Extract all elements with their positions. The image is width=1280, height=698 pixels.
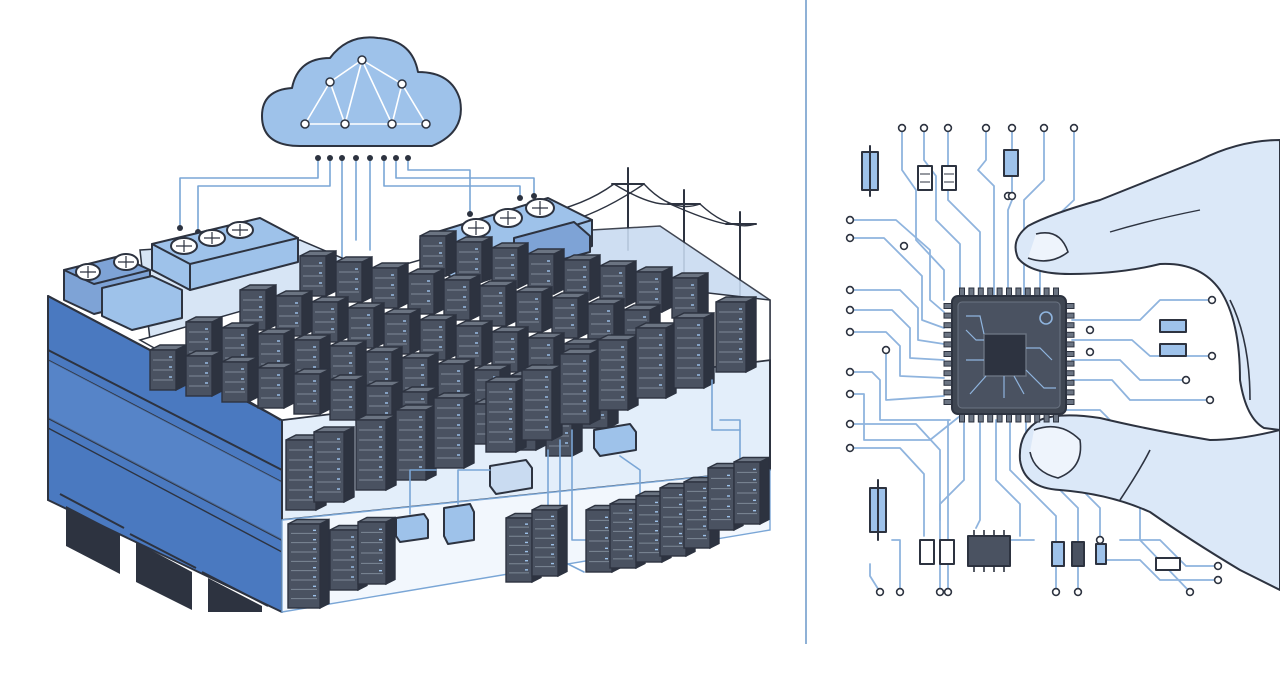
server-rack [715,295,757,374]
circuit-pad [943,123,953,133]
server-rack [673,311,715,390]
circuit-pad [897,123,907,133]
server-rack [335,255,373,304]
circuit-pad [1085,325,1095,335]
microchip-icon [943,287,1075,423]
server-rack [443,273,481,322]
server-rack [671,271,709,320]
circuit-pad [981,123,991,133]
server-rack [313,425,355,504]
cloud-network-icon [261,36,462,147]
server-rack [527,247,565,296]
server-rack-icon [287,456,770,610]
circuit-pad [1207,295,1217,305]
server-rack [221,355,259,404]
circuit-pad [875,587,885,597]
server-rack [559,347,601,426]
hand-illustration [1014,139,1280,591]
server-rack [257,361,295,410]
circuit-pad [1181,375,1191,385]
circuit-pad [1205,395,1215,405]
circuit-pads [845,123,1223,597]
circuit-pad [1207,351,1217,361]
circuit-pad [845,367,855,377]
server-rack [683,476,720,550]
microchip-scene [845,123,1280,597]
circuit-pad [1051,587,1061,597]
server-rack [733,456,770,526]
circuit-pad [899,241,909,251]
circuit-pad [1213,575,1223,585]
server-rack [185,349,223,398]
circuit-pad [845,419,855,429]
circuit-pad [845,233,855,243]
circuit-pad [881,345,891,355]
server-rack [355,413,397,492]
circuit-pad [1213,561,1223,571]
server-rack [597,333,639,412]
network-wires [177,155,537,261]
circuit-pad [1073,587,1083,597]
circuit-pad [845,285,855,295]
circuit-pad [919,123,929,133]
server-rack [239,283,277,332]
circuit-pad [1185,587,1195,597]
data-center-scene [47,36,771,613]
circuit-pad [1007,191,1017,201]
circuit-pad [845,443,855,453]
server-rack [407,267,445,316]
server-rack [293,367,331,416]
server-rack [521,363,563,442]
server-rack [551,291,589,340]
server-rack [433,391,475,470]
circuit-pad [1039,123,1049,133]
server-rack [275,289,313,338]
circuit-pad [1007,123,1017,133]
server-rack [149,343,187,392]
circuit-traces [849,127,1219,593]
server-rack [635,321,677,400]
circuit-pad [935,587,945,597]
server-rack [485,375,527,454]
server-rack [515,285,553,334]
circuit-pad [845,327,855,337]
server-rack [479,279,517,328]
server-rack [531,504,568,578]
server-rack-grid [149,229,757,512]
circuit-pad [845,305,855,315]
server-rack [395,403,437,482]
circuit-pad [845,215,855,225]
server-rack [357,516,396,586]
circuit-pad [1085,347,1095,357]
server-rack [383,307,421,356]
server-rack [371,261,409,310]
circuit-pad [1069,123,1079,133]
circuit-pad [1095,535,1105,545]
circuit-pad [895,587,905,597]
circuit-pad [943,587,953,597]
server-rack [299,249,337,298]
circuit-pad [845,389,855,399]
server-rack [287,518,330,610]
server-rack [329,373,367,422]
resistor-icon [861,145,1187,572]
